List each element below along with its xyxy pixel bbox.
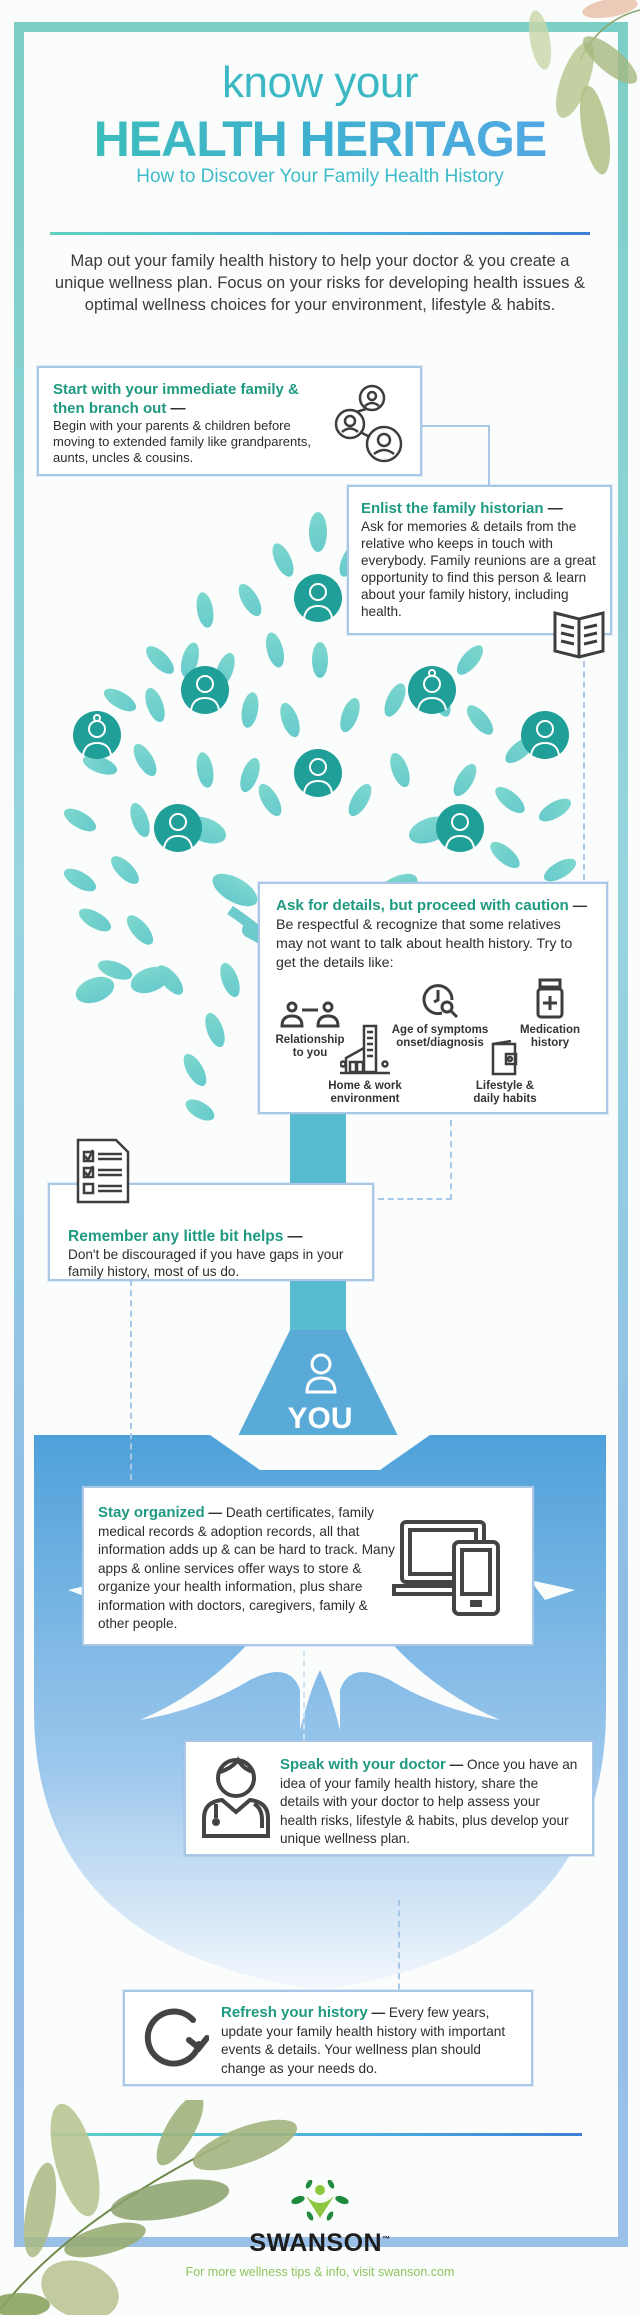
connector-line xyxy=(420,425,490,427)
tip-heading: Speak with your doctor xyxy=(280,1756,446,1773)
tip-heading: Refresh your history xyxy=(221,2004,368,2021)
detail-lifestyle: Lifestyle &daily habits xyxy=(460,1039,550,1106)
connector-line xyxy=(450,1120,452,1200)
title-line-2: HEALTH HERITAGE xyxy=(0,110,640,168)
tip-heading: Enlist the family historian xyxy=(361,500,544,517)
wallet-icon xyxy=(491,1039,518,1076)
leaves-decoration-top xyxy=(528,0,640,175)
leaves-decoration-bottom xyxy=(0,2100,298,2315)
tip-heading: Start with your immediate family & then … xyxy=(53,381,299,417)
tip-body: Be respectful & recognize that some rela… xyxy=(276,917,573,971)
clock-search-icon xyxy=(422,984,459,1019)
tip-heading: Ask for details, but proceed with cautio… xyxy=(276,897,569,914)
relationship-icon xyxy=(280,1001,340,1028)
title-line-1: know your xyxy=(221,58,419,107)
tip-heading: Remember any little bit helps xyxy=(68,1228,284,1245)
connector-line xyxy=(488,425,490,505)
tip-heading: Stay organized xyxy=(98,1504,205,1521)
tip-body: Begin with your parents & children befor… xyxy=(53,418,311,465)
tip-card-family-historian: Enlist the family historian — Ask for me… xyxy=(347,485,612,635)
bottom-divider xyxy=(52,2133,582,2136)
you-person-icon xyxy=(305,1353,337,1394)
intro-text: Map out your family health history to he… xyxy=(54,252,586,314)
tip-body: Every few years, update your family heal… xyxy=(221,2005,506,2076)
swanson-logo[interactable]: SWANSON™ xyxy=(0,2179,640,2258)
connector-line xyxy=(398,1900,400,2000)
checklist-icon xyxy=(76,1138,130,1204)
family-network-icon xyxy=(334,384,403,463)
tip-body: Don't be discouraged if you have gaps in… xyxy=(68,1247,344,1279)
top-divider xyxy=(50,232,590,235)
tip-card-ask-details: Ask for details, but proceed with cautio… xyxy=(258,882,608,1114)
tip-card-refresh-history: Refresh your history — Every few years, … xyxy=(123,1990,533,2086)
medicine-bottle-icon xyxy=(536,978,564,1019)
tip-body: Ask for memories & details from the rela… xyxy=(361,519,596,619)
connector-line xyxy=(583,560,585,880)
tip-body: Death certificates, family medical recor… xyxy=(98,1505,395,1631)
tip-body: Once you have an idea of your family hea… xyxy=(280,1757,578,1846)
swanson-leaf-logo-icon xyxy=(291,2179,349,2221)
connector-line xyxy=(378,1198,452,1200)
connector-line xyxy=(130,1280,132,1480)
refresh-icon xyxy=(144,2008,209,2067)
devices-icon xyxy=(392,1520,500,1616)
you-label: YOU xyxy=(287,1402,353,1435)
tip-card-immediate-family: Start with your immediate family & then … xyxy=(37,366,422,476)
doctor-icon xyxy=(202,1756,270,1838)
brand-name: SWANSON™ xyxy=(249,2229,391,2257)
connector-line xyxy=(303,1640,305,1750)
buildings-icon xyxy=(339,1024,390,1075)
footer-website-link[interactable]: For more wellness tips & info, visit swa… xyxy=(185,2265,455,2279)
tip-card-stay-organized: Stay organized — Death certificates, fam… xyxy=(82,1486,534,1646)
subtitle: How to Discover Your Family Health Histo… xyxy=(136,166,504,187)
open-book-icon xyxy=(553,611,605,659)
tip-card-speak-with-doctor: Speak with your doctor — Once you have a… xyxy=(184,1740,594,1856)
